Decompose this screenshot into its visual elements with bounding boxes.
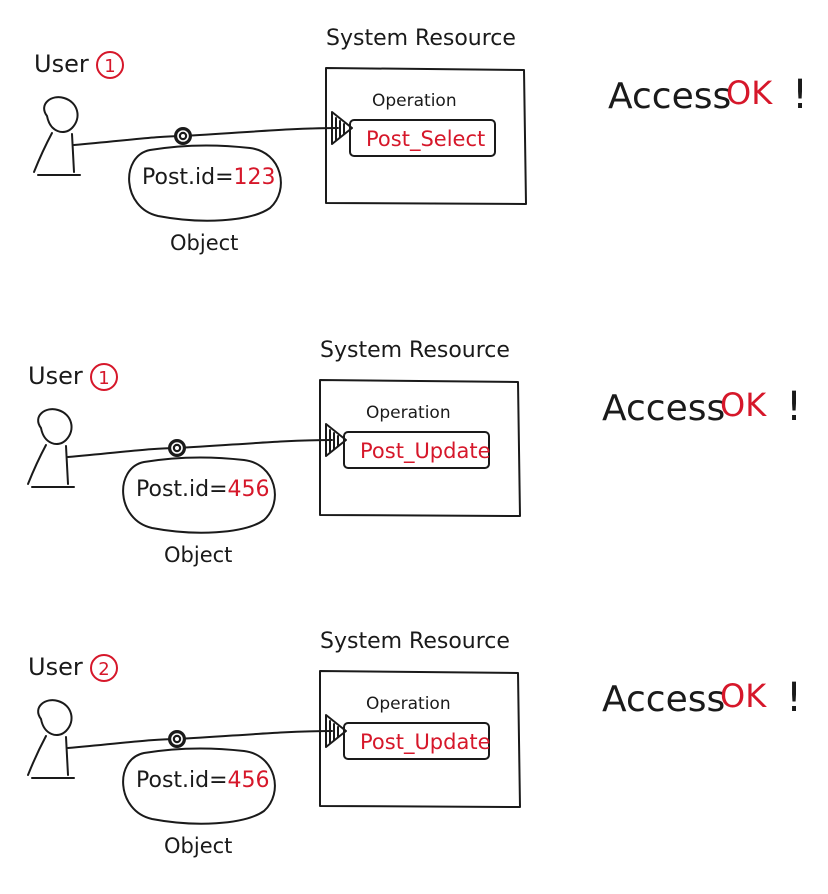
operation-label: Operation [366, 694, 451, 714]
user-label: User [28, 362, 83, 390]
object-blob [122, 456, 276, 534]
user-icon [27, 699, 75, 779]
object-value: 456 [228, 768, 270, 793]
access-connector [67, 730, 333, 749]
system-resource-box [325, 67, 527, 205]
junction-dot-icon [168, 730, 186, 748]
access-text: Access [608, 76, 731, 117]
exclamation-mark: ! [786, 384, 802, 430]
object-text: Post.id=456 [136, 477, 270, 502]
access-result: OK [720, 677, 767, 715]
object-caption: Object [170, 231, 238, 255]
object-key: Post.id= [136, 477, 228, 502]
object-blob [128, 144, 282, 222]
operation-name: Post_Update [360, 439, 491, 464]
access-result: OK [726, 74, 773, 112]
user-icon [33, 96, 81, 176]
object-value: 123 [234, 165, 276, 190]
object-value: 456 [228, 477, 270, 502]
exclamation-mark: ! [786, 675, 802, 721]
system-resource-title: System Resource [320, 338, 510, 363]
user-label: User [34, 50, 89, 78]
user-label: User [28, 653, 83, 681]
object-caption: Object [164, 543, 232, 567]
object-text: Post.id=123 [142, 165, 276, 190]
operation-name: Post_Update [360, 730, 491, 755]
object-text: Post.id=456 [136, 768, 270, 793]
object-caption: Object [164, 834, 232, 858]
user-icon [27, 408, 75, 488]
arrowhead-icon [325, 423, 347, 457]
access-text: Access [602, 388, 725, 429]
object-key: Post.id= [142, 165, 234, 190]
operation-name: Post_Select [366, 127, 485, 152]
operation-box [343, 431, 490, 469]
operation-label: Operation [372, 91, 457, 111]
user-number: 2 [98, 659, 109, 680]
system-resource-title: System Resource [326, 26, 516, 51]
object-key: Post.id= [136, 768, 228, 793]
junction-dot-icon [174, 127, 192, 145]
user-number-circle [90, 363, 118, 391]
operation-box [343, 722, 490, 760]
junction-dot-icon [168, 439, 186, 457]
object-blob [122, 747, 276, 825]
access-result: OK [720, 386, 767, 424]
arrowhead-icon [325, 714, 347, 748]
operation-label: Operation [366, 403, 451, 423]
access-connector [67, 439, 333, 458]
user-number-circle [96, 51, 124, 79]
system-resource-box [319, 379, 521, 517]
access-connector [73, 127, 339, 146]
operation-box [349, 119, 496, 157]
system-resource-title: System Resource [320, 629, 510, 654]
user-number-circle [90, 654, 118, 682]
exclamation-mark: ! [792, 72, 808, 118]
arrowhead-icon [331, 111, 353, 145]
user-number: 1 [98, 368, 109, 389]
access-text: Access [602, 679, 725, 720]
system-resource-box [319, 670, 521, 808]
user-number: 1 [104, 56, 115, 77]
